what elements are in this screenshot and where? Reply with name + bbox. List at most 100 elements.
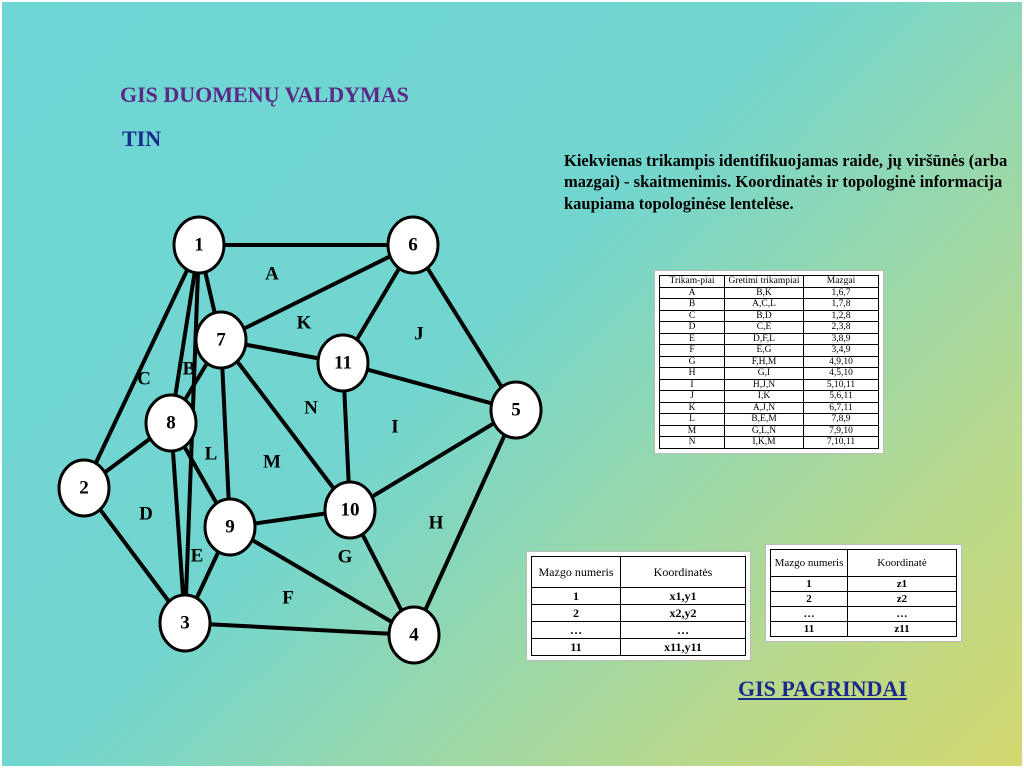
table-cell: D bbox=[659, 321, 725, 334]
node-circle bbox=[323, 480, 377, 540]
triangle-label: C bbox=[137, 368, 151, 389]
node-circle bbox=[386, 215, 440, 275]
table-cell: 2,3,8 bbox=[803, 321, 879, 334]
slide-subtitle: TIN bbox=[122, 126, 162, 151]
node-1: 1 bbox=[172, 215, 226, 275]
table-cell: 1,6,7 bbox=[803, 286, 879, 299]
node-9: 9 bbox=[203, 497, 257, 557]
table-cell: 11 bbox=[770, 621, 848, 637]
coord-table-header: Mazgo numeris bbox=[531, 556, 621, 588]
table-cell: E bbox=[659, 332, 725, 345]
table-cell: J bbox=[659, 390, 725, 403]
node-circle bbox=[144, 393, 198, 453]
triangle-label: A bbox=[265, 263, 279, 284]
node-circle bbox=[203, 497, 257, 557]
table-cell: B bbox=[659, 298, 725, 311]
node-label: 11 bbox=[334, 352, 352, 373]
table-cell: D,F,L bbox=[724, 332, 804, 345]
table-cell: 7,9,10 bbox=[803, 424, 879, 437]
z-table-header: Mazgo numeris bbox=[770, 549, 848, 577]
table-cell: 11 bbox=[531, 638, 621, 656]
node-5: 5 bbox=[489, 380, 543, 440]
table-cell: 1 bbox=[531, 587, 621, 605]
table-cell: 6,7,11 bbox=[803, 401, 879, 414]
table-cell: I,K bbox=[724, 390, 804, 403]
table-cell: 4,9,10 bbox=[803, 355, 879, 368]
table-cell: K bbox=[659, 401, 725, 414]
table-cell: z11 bbox=[847, 621, 957, 637]
edge-8-3 bbox=[169, 422, 187, 624]
table-cell: G,I bbox=[724, 367, 804, 380]
table-cell: H bbox=[659, 367, 725, 380]
node-label: 4 bbox=[409, 624, 419, 645]
node-4: 4 bbox=[387, 605, 441, 665]
node-label: 7 bbox=[216, 329, 226, 350]
edge-6-7 bbox=[220, 243, 414, 342]
table-cell: 5,6,11 bbox=[803, 390, 879, 403]
node-label: 2 bbox=[79, 477, 89, 498]
node-8: 8 bbox=[144, 393, 198, 453]
table-cell: 7,10,11 bbox=[803, 436, 879, 449]
node-3: 3 bbox=[158, 593, 212, 653]
table-cell: x2,y2 bbox=[620, 604, 746, 622]
triangle-label: H bbox=[429, 512, 444, 533]
edge-11-5 bbox=[342, 361, 517, 412]
table-cell: N bbox=[659, 436, 725, 449]
table-cell: … bbox=[531, 621, 621, 639]
table-cell: … bbox=[620, 621, 746, 639]
slide-title: GIS DUOMENŲ VALDYMAS bbox=[120, 82, 409, 107]
triangle-label: K bbox=[297, 312, 312, 333]
table-cell: B,D bbox=[724, 309, 804, 322]
table-cell: x1,y1 bbox=[620, 587, 746, 605]
table-cell: H,J,N bbox=[724, 378, 804, 391]
edge-7-10 bbox=[219, 338, 352, 512]
coord-table-header: Koordinatės bbox=[620, 556, 746, 588]
triangle-table-header: Mazgai bbox=[803, 275, 879, 288]
node-11: 11 bbox=[316, 333, 370, 393]
edge-1-2 bbox=[82, 244, 201, 489]
edge-6-5 bbox=[411, 243, 518, 412]
triangle-label: I bbox=[391, 416, 398, 437]
node-7: 7 bbox=[194, 310, 248, 370]
table-row: …… bbox=[770, 606, 957, 622]
table-row: …… bbox=[531, 621, 746, 639]
edge-5-4 bbox=[412, 409, 518, 636]
node-circle bbox=[158, 593, 212, 653]
table-cell: 1 bbox=[770, 576, 848, 592]
node-label: 8 bbox=[166, 412, 176, 433]
table-cell: z2 bbox=[847, 591, 957, 607]
table-cell: C,E bbox=[724, 321, 804, 334]
node-label: 6 bbox=[408, 234, 418, 255]
node-circle bbox=[489, 380, 543, 440]
table-cell: E,G bbox=[724, 344, 804, 357]
table-cell: B,E,M bbox=[724, 413, 804, 426]
triangle-label: L bbox=[205, 443, 218, 464]
table-cell: G bbox=[659, 355, 725, 368]
table-cell: z1 bbox=[847, 576, 957, 592]
triangle-label: G bbox=[338, 546, 353, 567]
table-cell: M bbox=[659, 424, 725, 437]
table-cell: C bbox=[659, 309, 725, 322]
node-6: 6 bbox=[386, 215, 440, 275]
description-text: Kiekvienas trikampis identifikuojamas ra… bbox=[564, 151, 1008, 213]
